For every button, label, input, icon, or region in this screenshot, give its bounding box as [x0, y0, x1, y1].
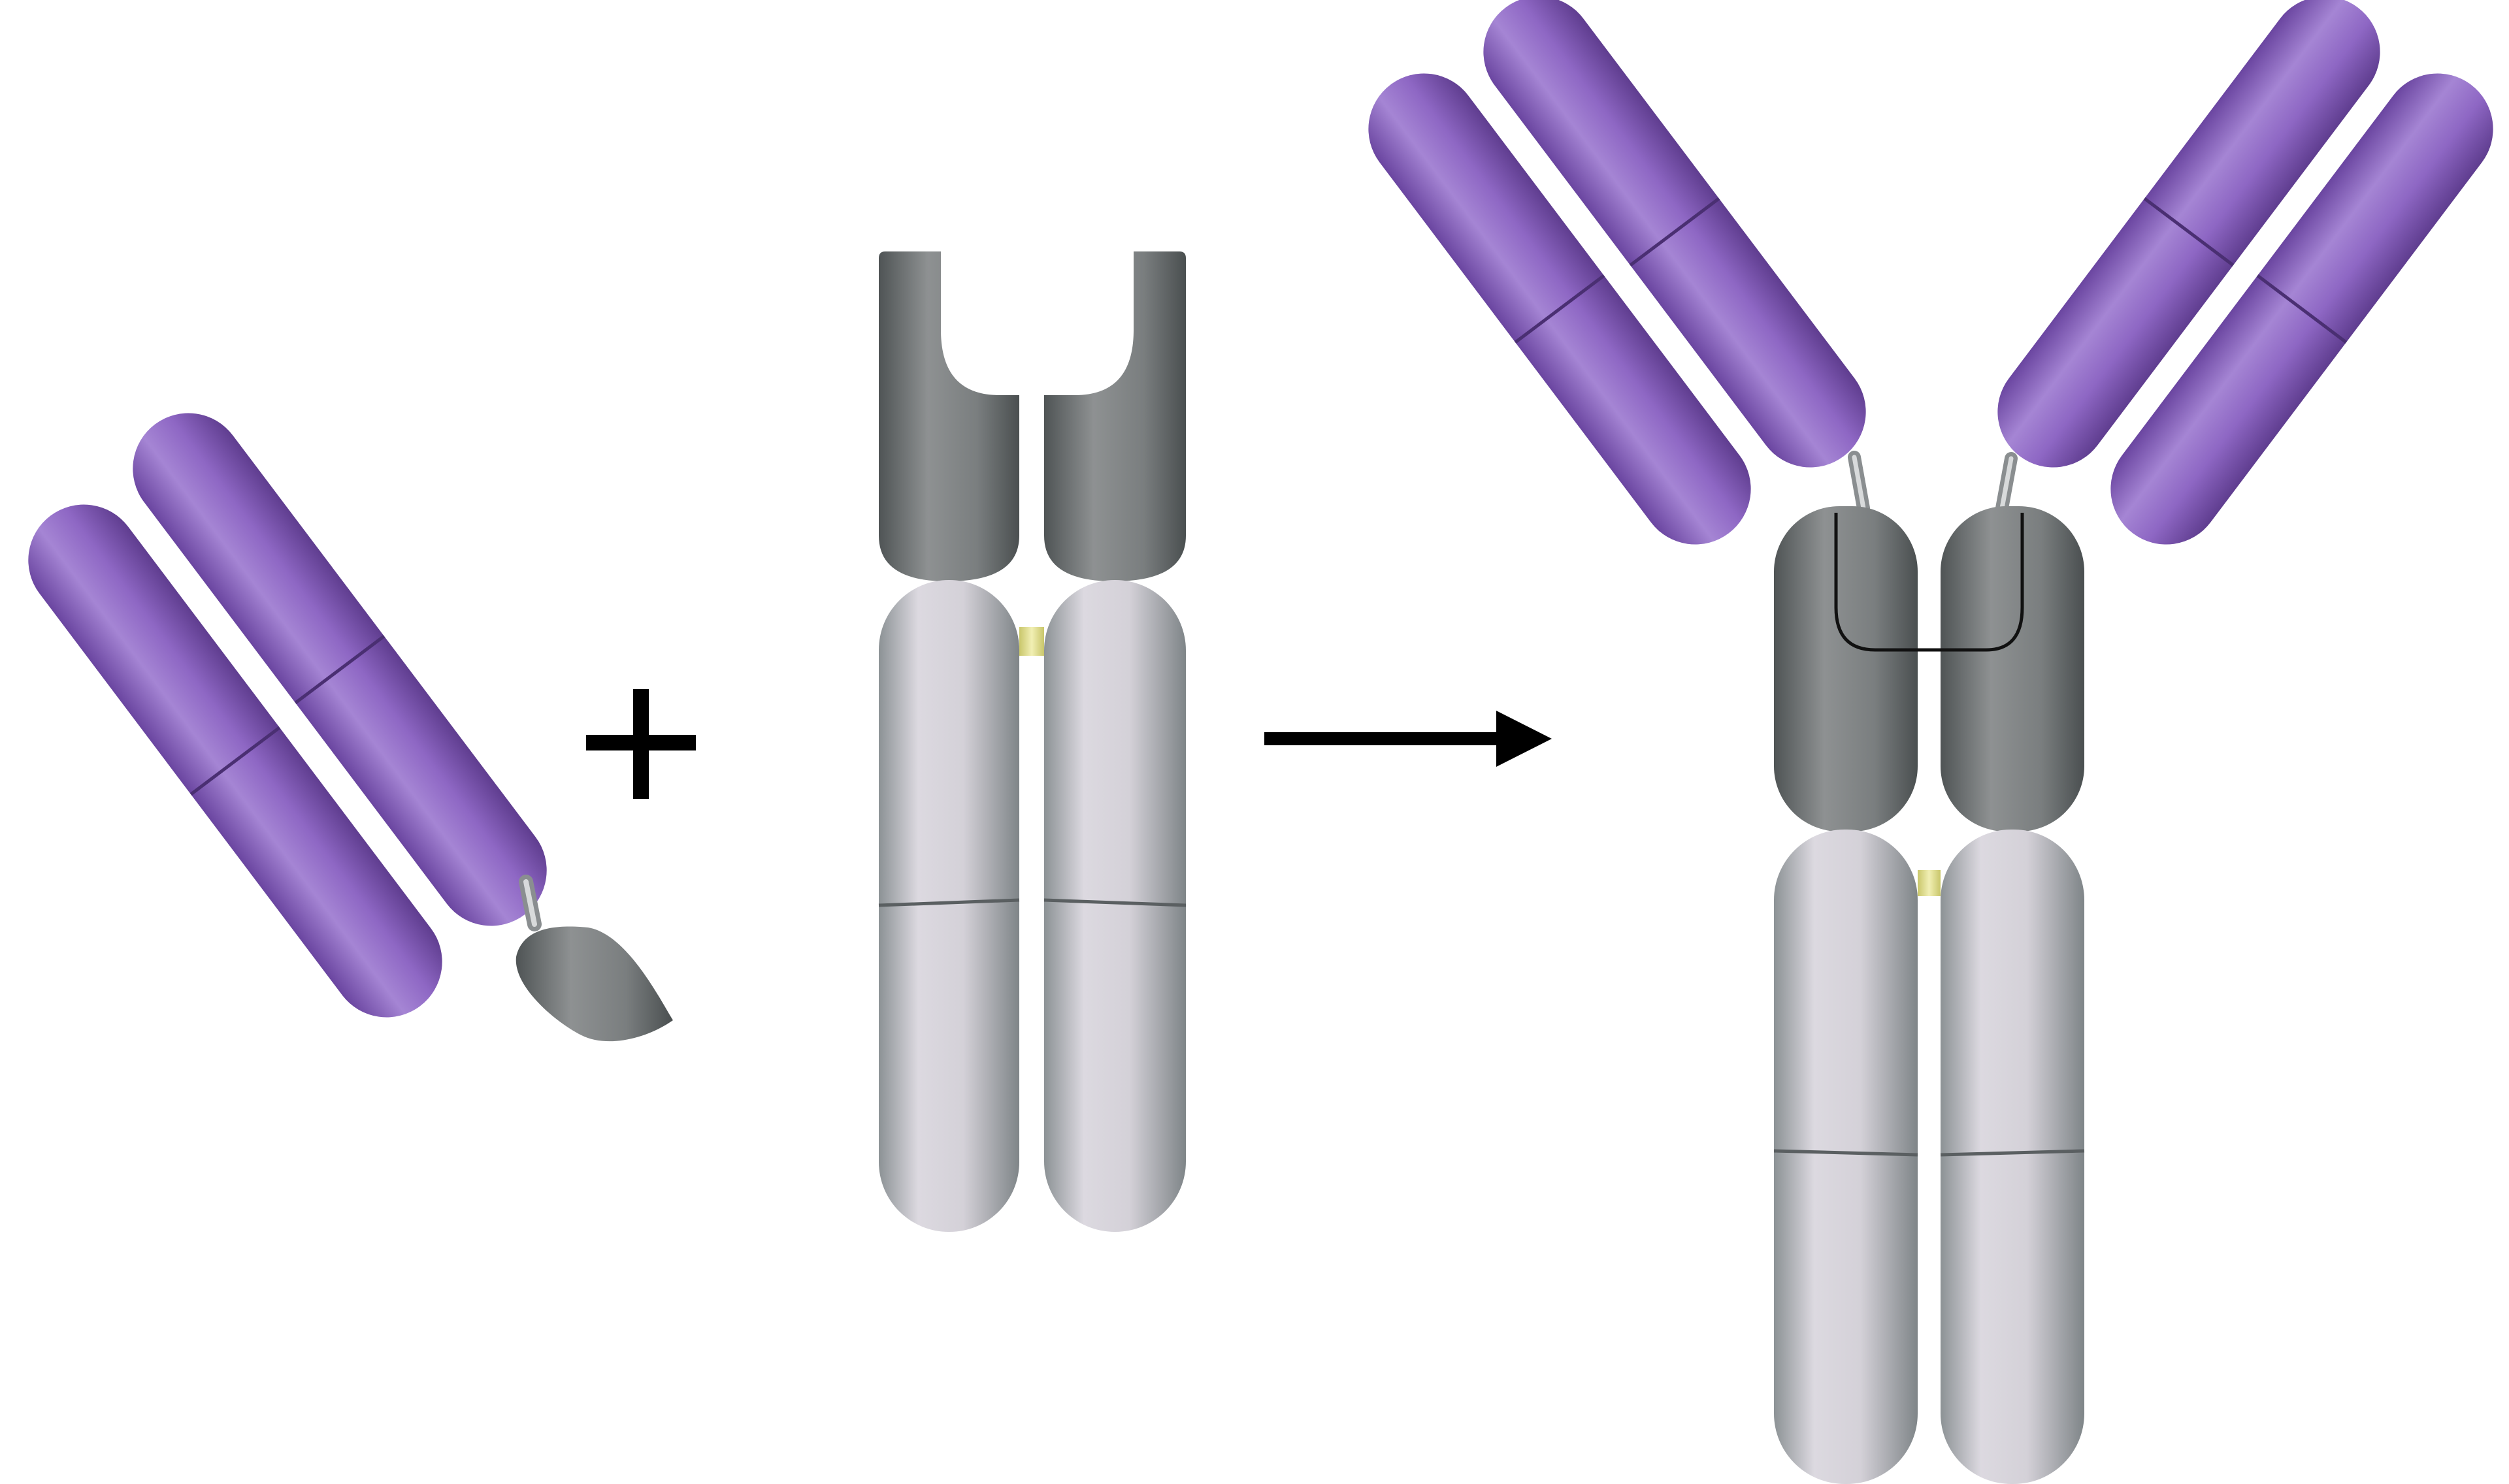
fab-fragment [6, 391, 673, 1041]
antibody-right-dark-domain [1941, 506, 2084, 831]
fc-scaffold [879, 251, 1186, 1232]
antibody-left-fc-chain [1774, 830, 1918, 1484]
antibody-hinge-bond [1918, 870, 1941, 896]
arrow-right-icon [1264, 711, 1552, 767]
fc-hinge-bond [1019, 627, 1044, 656]
plus-icon [586, 689, 696, 799]
fc-left-upper-domain [879, 251, 1019, 581]
antibody-right-fc-chain [1941, 830, 2084, 1484]
antibody-left-dark-domain [1774, 506, 1918, 831]
fc-right-upper-domain [1044, 251, 1186, 581]
fab-grey-tag [516, 926, 673, 1041]
